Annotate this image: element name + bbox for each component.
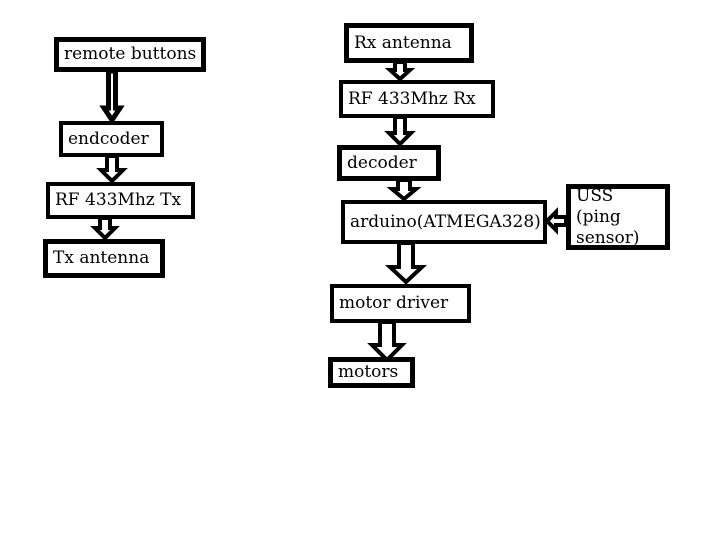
arrow-rf-433mhz-tx-to-tx-antenna [90,216,120,241]
node-motor-driver: motor driver [330,284,471,323]
node-motor-driver-label: motor driver [339,293,449,313]
arrow-rf-433mhz-rx-to-decoder [384,115,416,147]
node-endcoder: endcoder [59,121,164,157]
node-rf-433mhz-rx: RF 433Mhz Rx [339,80,495,118]
node-arduino: arduino(ATMEGA328) [341,200,547,244]
node-remote-buttons: remote buttons [54,37,206,72]
node-motors: motors [328,357,415,388]
node-endcoder-label: endcoder [68,128,149,149]
node-remote-buttons-label: remote buttons [64,44,197,64]
arrow-uss-to-arduino [544,207,568,235]
node-rf-433mhz-tx: RF 433Mhz Tx [46,182,195,219]
node-arduino-label: arduino(ATMEGA328) [350,211,541,232]
arrow-rx-antenna-to-rf-433mhz-rx [384,60,416,82]
node-motors-label: motors [338,362,399,382]
node-rf-433mhz-rx-label: RF 433Mhz Rx [348,88,476,109]
node-decoder: decoder [337,145,441,181]
arrow-decoder-to-arduino [386,178,422,202]
arrow-arduino-to-motor-driver [384,241,428,285]
node-tx-antenna: Tx antenna [43,239,165,278]
node-rx-antenna: Rx antenna [344,23,474,63]
node-decoder-label: decoder [347,152,417,173]
arrow-endcoder-to-rf-433mhz-tx [96,154,128,184]
arrow-remote-buttons-to-endcoder [99,68,125,125]
arrow-motor-driver-to-motors [367,320,407,363]
node-rx-antenna-label: Rx antenna [354,32,452,53]
node-uss-ping-sensor-label: USS (ping sensor) [576,185,640,248]
node-tx-antenna-label: Tx antenna [53,248,150,268]
node-rf-433mhz-tx-label: RF 433Mhz Tx [55,190,182,210]
node-uss-ping-sensor: USS (ping sensor) [566,184,670,250]
